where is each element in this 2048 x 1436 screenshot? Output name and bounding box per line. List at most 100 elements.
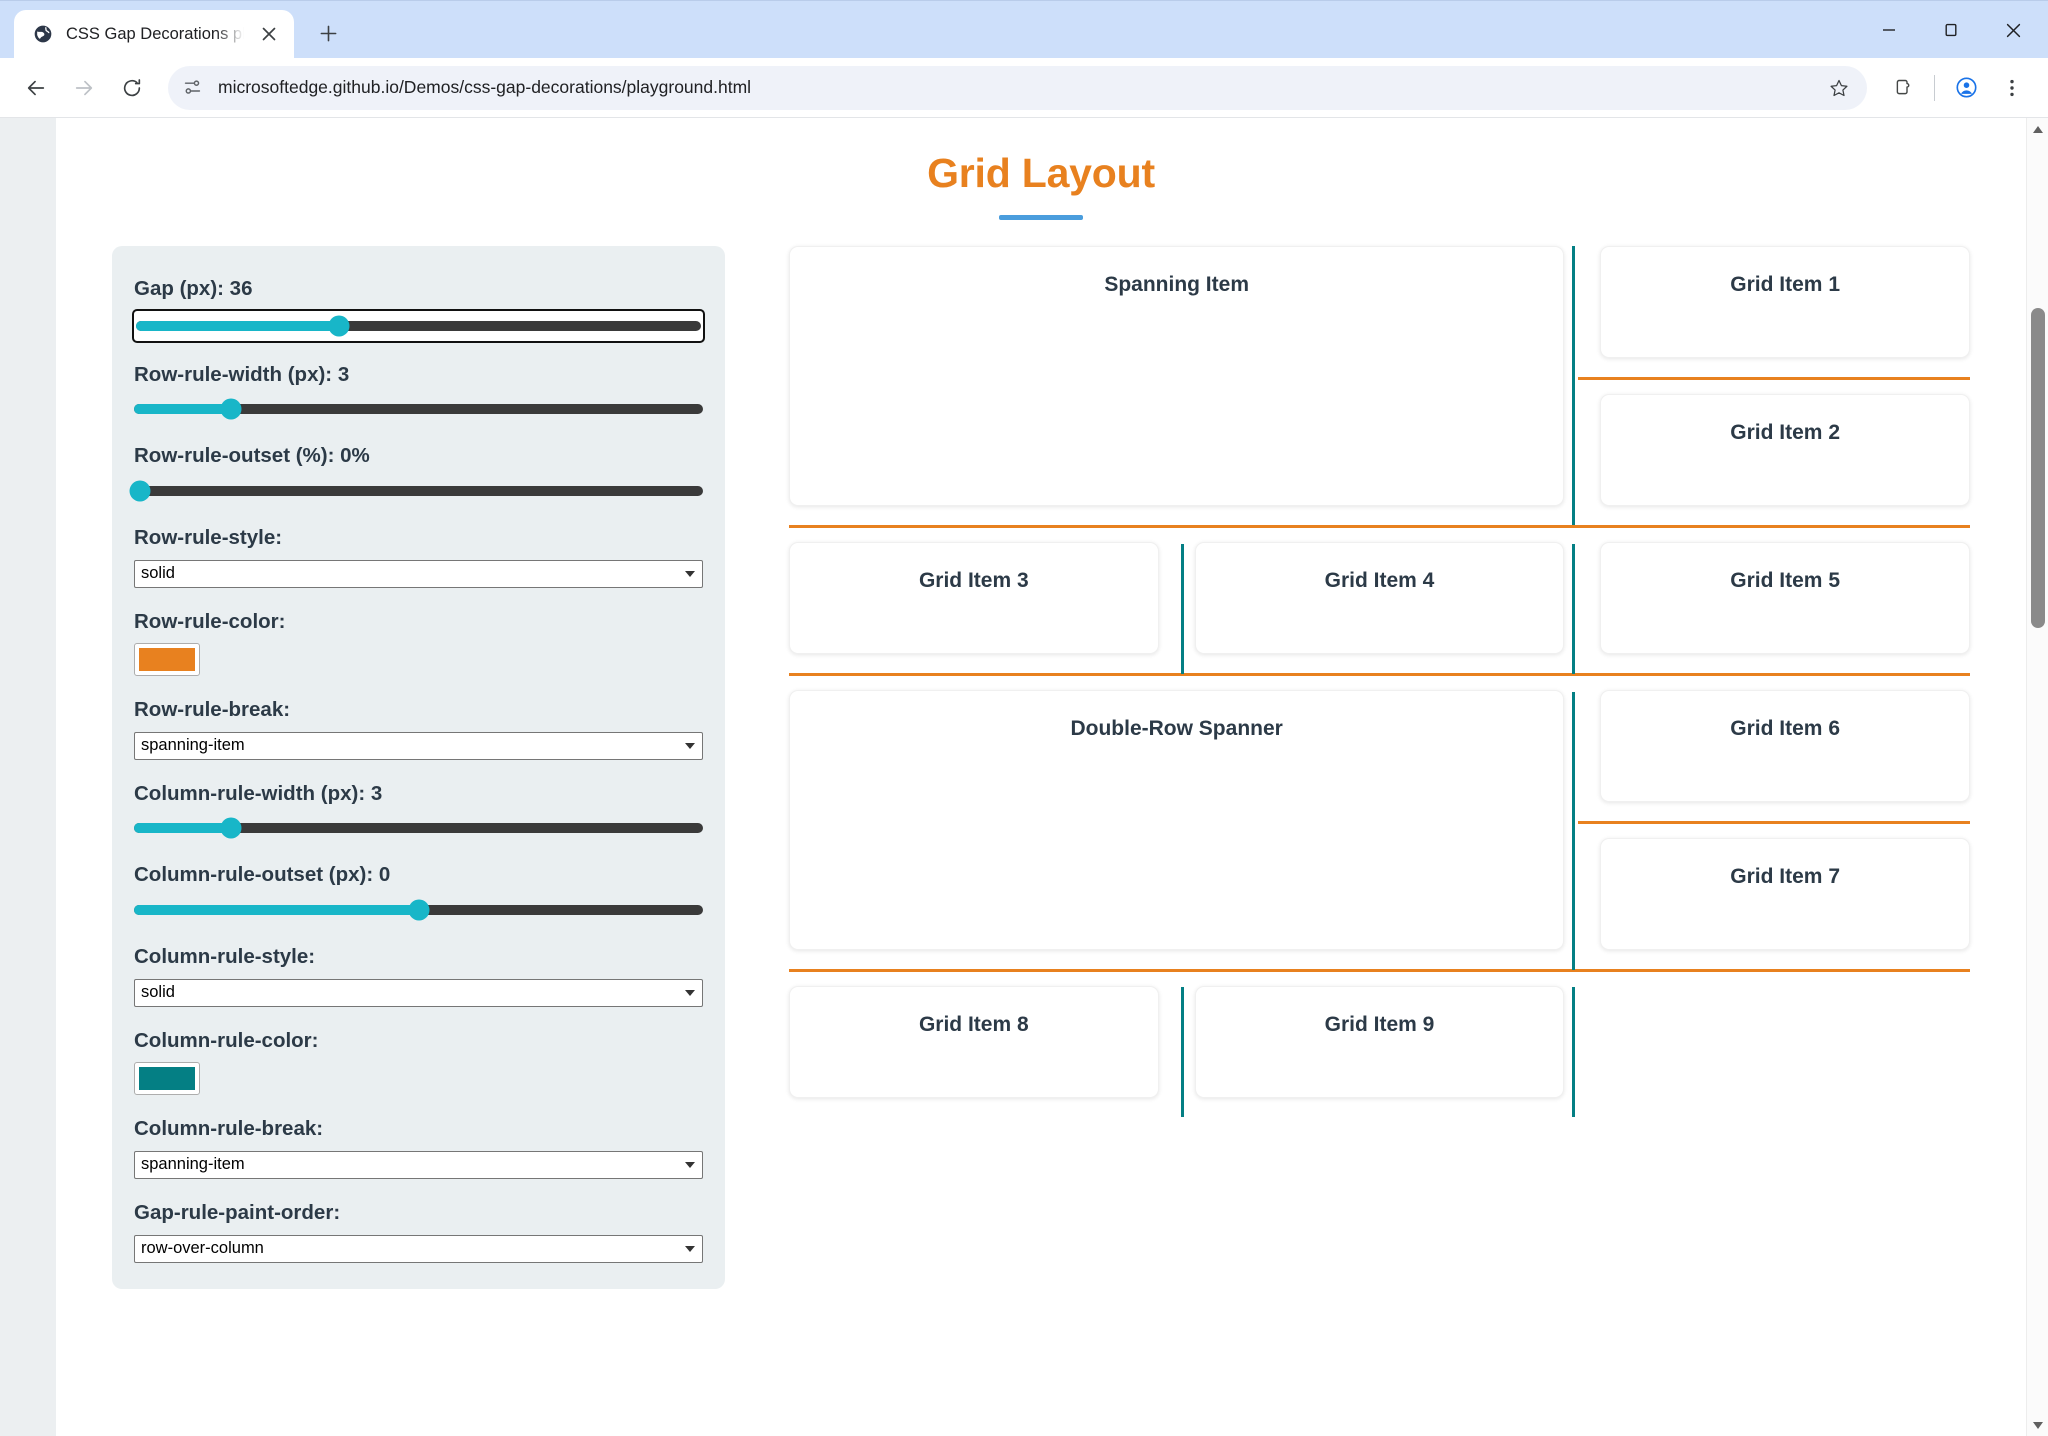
control-row-rule-outset: Row-rule-outset (%): 0% — [129, 443, 703, 504]
grid-cell-1: Grid Item 1 — [1600, 246, 1970, 358]
row-rule-outset-slider[interactable] — [129, 478, 703, 504]
column-rule-outset-track — [134, 899, 703, 921]
control-column-rule-width: Column-rule-width (px): 3 — [134, 781, 703, 842]
column-rule-outset-fill — [134, 905, 419, 915]
row-rule-break-label: Row-rule-break: — [134, 698, 291, 722]
browser-titlebar: CSS Gap Decorations playground — [0, 0, 2048, 58]
gap-slider[interactable] — [132, 308, 705, 343]
row-rule-style-select[interactable]: solid — [134, 559, 703, 588]
grid-cell-label: Grid Item 2 — [1730, 421, 1840, 444]
address-bar[interactable]: microsoftedge.github.io/Demos/css-gap-de… — [168, 65, 1867, 110]
more-vertical-icon[interactable] — [1990, 66, 2034, 110]
row-rule-width-track — [134, 398, 703, 420]
column-rule-width-slider[interactable] — [134, 815, 703, 841]
gap-rule-paint-order-label: Gap-rule-paint-order: — [134, 1200, 341, 1224]
window-close-icon[interactable] — [1982, 1, 2044, 59]
chevron-down-icon — [685, 989, 695, 996]
grid-cell-label: Grid Item 1 — [1730, 273, 1840, 296]
grid-cell-9: Grid Item 9 — [1194, 986, 1565, 1098]
column-rule-width-track — [134, 817, 703, 839]
chevron-down-icon — [685, 570, 695, 577]
gap-slider-track — [136, 315, 701, 337]
close-icon[interactable] — [256, 21, 282, 47]
column-rule-1c — [1572, 692, 1575, 970]
chevron-down-icon — [685, 1161, 695, 1168]
row-rule-color-picker[interactable] — [134, 643, 200, 677]
row-rule-width-fill — [134, 404, 231, 415]
grid-cell-6: Grid Item 6 — [1600, 690, 1970, 802]
grid-cell-label: Grid Item 8 — [918, 1013, 1029, 1036]
control-column-rule-color: Column-rule-color: — [134, 1028, 703, 1096]
column-rule-break-label: Column-rule-break: — [134, 1117, 324, 1141]
star-icon[interactable] — [1821, 70, 1857, 106]
plus-icon[interactable] — [308, 13, 348, 53]
column-rule-outset-label: Column-rule-outset (px): 0 — [134, 863, 391, 887]
grid-cell-7: Grid Item 7 — [1600, 838, 1970, 950]
grid-cell-2: Grid Item 2 — [1600, 394, 1970, 506]
column-rule-color-swatch — [139, 1067, 195, 1091]
url-text[interactable]: microsoftedge.github.io/Demos/css-gap-de… — [218, 77, 752, 97]
row-rule-break-select[interactable]: spanning-item — [134, 731, 703, 760]
globe-icon — [32, 23, 54, 45]
column-rule-color-picker[interactable] — [134, 1062, 200, 1096]
gap-rule-paint-order-select[interactable]: row-over-column — [134, 1234, 703, 1263]
grid-cell-3: Grid Item 3 — [789, 542, 1159, 654]
grid-cell-label: Grid Item 6 — [1730, 717, 1840, 740]
page-layout: Gap (px): 36 Row-rule-width (px): 3 — [112, 246, 1970, 1394]
page-viewport: Grid Layout Gap (px): 36 — [0, 118, 2048, 1436]
column-rule-break-select[interactable]: spanning-item — [134, 1150, 703, 1179]
row-rule-col3-a — [1577, 377, 1970, 380]
browser-tab[interactable]: CSS Gap Decorations playground — [14, 10, 294, 58]
control-row-rule-style: Row-rule-style: solid — [134, 525, 703, 588]
grid-cell-label: Double-Row Spanner — [1070, 717, 1283, 740]
controls-panel: Gap (px): 36 Row-rule-width (px): 3 — [112, 246, 725, 1289]
column-rule-style-select[interactable]: solid — [134, 978, 703, 1007]
page-scrollbar[interactable] — [2026, 118, 2048, 1436]
row-rule-outset-thumb[interactable] — [129, 480, 151, 502]
demo-page: Grid Layout Gap (px): 36 — [56, 118, 2026, 1436]
gap-slider-fill — [136, 320, 340, 331]
minimize-icon[interactable] — [1858, 1, 1920, 59]
column-rule-width-thumb[interactable] — [220, 817, 242, 839]
row-rule-2 — [789, 673, 1970, 676]
scrollbar-thumb[interactable] — [2031, 308, 2045, 628]
grid-demo: Spanning Item Grid Item 1 Grid Item 2 Gr… — [789, 246, 1970, 1394]
extensions-icon[interactable] — [1881, 66, 1925, 110]
chevron-down-icon — [685, 742, 695, 749]
row-rule-break-value: spanning-item — [141, 736, 245, 755]
column-rule-2a — [1181, 544, 1185, 674]
grid-cell-label: Grid Item 9 — [1324, 1013, 1435, 1036]
gap-label: Gap (px): 36 — [134, 277, 253, 300]
tab-title: CSS Gap Decorations playground — [66, 24, 244, 43]
column-rule-outset-thumb[interactable] — [408, 899, 429, 921]
column-rule-color-label: Column-rule-color: — [134, 1028, 319, 1052]
toolbar-divider — [1934, 74, 1935, 101]
grid-cell-spanning-item: Spanning Item — [789, 246, 1565, 506]
column-rule-1d — [1572, 987, 1575, 1117]
grid-cell-label: Spanning Item — [1104, 273, 1249, 296]
gap-slider-thumb[interactable] — [328, 315, 350, 337]
grid-cell-label: Grid Item 5 — [1730, 569, 1840, 592]
page-left-margin — [0, 118, 56, 1436]
column-rule-2b — [1181, 987, 1185, 1117]
profile-avatar-icon[interactable] — [1944, 66, 1988, 110]
window-controls — [1858, 1, 2048, 59]
row-rule-color-label: Row-rule-color: — [134, 609, 286, 633]
maximize-icon[interactable] — [1920, 1, 1982, 59]
row-rule-col3-b — [1577, 821, 1970, 824]
site-settings-icon[interactable] — [174, 70, 210, 106]
row-rule-width-thumb[interactable] — [220, 398, 242, 420]
forward-arrow-icon[interactable] — [62, 66, 106, 110]
control-row-rule-color: Row-rule-color: — [134, 609, 703, 677]
scroll-up-arrow-icon[interactable] — [2027, 118, 2048, 140]
row-rule-style-value: solid — [141, 564, 175, 582]
column-rule-width-fill — [134, 823, 231, 834]
row-rule-width-slider[interactable] — [134, 396, 703, 422]
column-rule-outset-slider[interactable] — [134, 897, 703, 923]
scroll-down-arrow-icon[interactable] — [2027, 1414, 2048, 1436]
back-arrow-icon[interactable] — [14, 66, 58, 110]
column-rule-1a — [1572, 246, 1575, 525]
reload-icon[interactable] — [110, 66, 154, 110]
control-gap-rule-paint-order: Gap-rule-paint-order: row-over-column — [134, 1200, 703, 1263]
